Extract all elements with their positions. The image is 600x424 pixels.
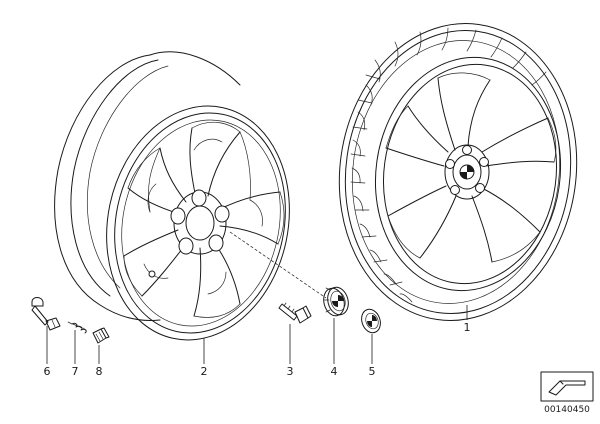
drawing-reference-box <box>540 371 594 402</box>
wheel-bolt[interactable] <box>278 302 312 324</box>
complete-wheel-spokes <box>385 72 557 263</box>
callout-4[interactable]: 4 <box>331 365 338 378</box>
callout-3[interactable]: 3 <box>287 365 294 378</box>
tyre-tread-pattern <box>350 27 547 303</box>
complete-wheel-with-tyre[interactable] <box>320 8 595 336</box>
rim-spokes <box>123 121 285 318</box>
emblem[interactable] <box>358 307 383 336</box>
callout-7[interactable]: 7 <box>72 365 79 378</box>
hub-cap[interactable] <box>321 285 352 318</box>
callout-8[interactable]: 8 <box>96 365 103 378</box>
valve-cap[interactable] <box>92 327 110 344</box>
hub-cap-logo-icon <box>332 295 344 307</box>
center-badge-icon <box>459 164 475 180</box>
callout-6[interactable]: 6 <box>44 365 51 378</box>
callout-5[interactable]: 5 <box>369 365 376 378</box>
callout-leaders <box>46 305 468 364</box>
sheet-corner-icon <box>548 380 586 396</box>
light-alloy-rim[interactable] <box>54 51 311 357</box>
valve-insert[interactable] <box>67 321 87 334</box>
drawing-number: 00140450 <box>544 405 590 415</box>
assembly-axis-line <box>229 231 327 299</box>
callout-1[interactable]: 1 <box>464 321 471 334</box>
callout-2[interactable]: 2 <box>201 365 208 378</box>
valve[interactable] <box>31 297 61 331</box>
